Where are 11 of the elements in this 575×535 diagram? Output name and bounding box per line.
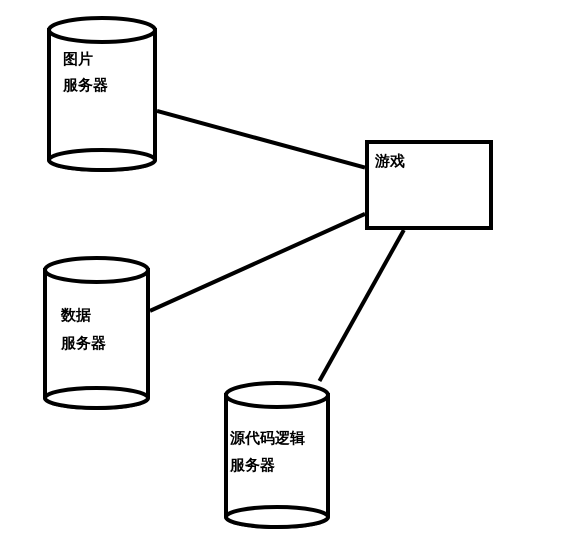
node-label: 图片 xyxy=(63,52,93,67)
connector-line xyxy=(156,109,366,170)
node-label: 游戏 xyxy=(375,154,405,169)
node-label: 服务器 xyxy=(230,458,275,473)
node-label: 源代码逻辑 xyxy=(230,431,305,446)
connector-line xyxy=(318,229,406,382)
process-box xyxy=(365,140,493,230)
node-label: 服务器 xyxy=(63,78,108,93)
connector-line xyxy=(149,212,366,313)
node-label: 数据 xyxy=(61,308,91,323)
node-label: 服务器 xyxy=(61,336,106,351)
